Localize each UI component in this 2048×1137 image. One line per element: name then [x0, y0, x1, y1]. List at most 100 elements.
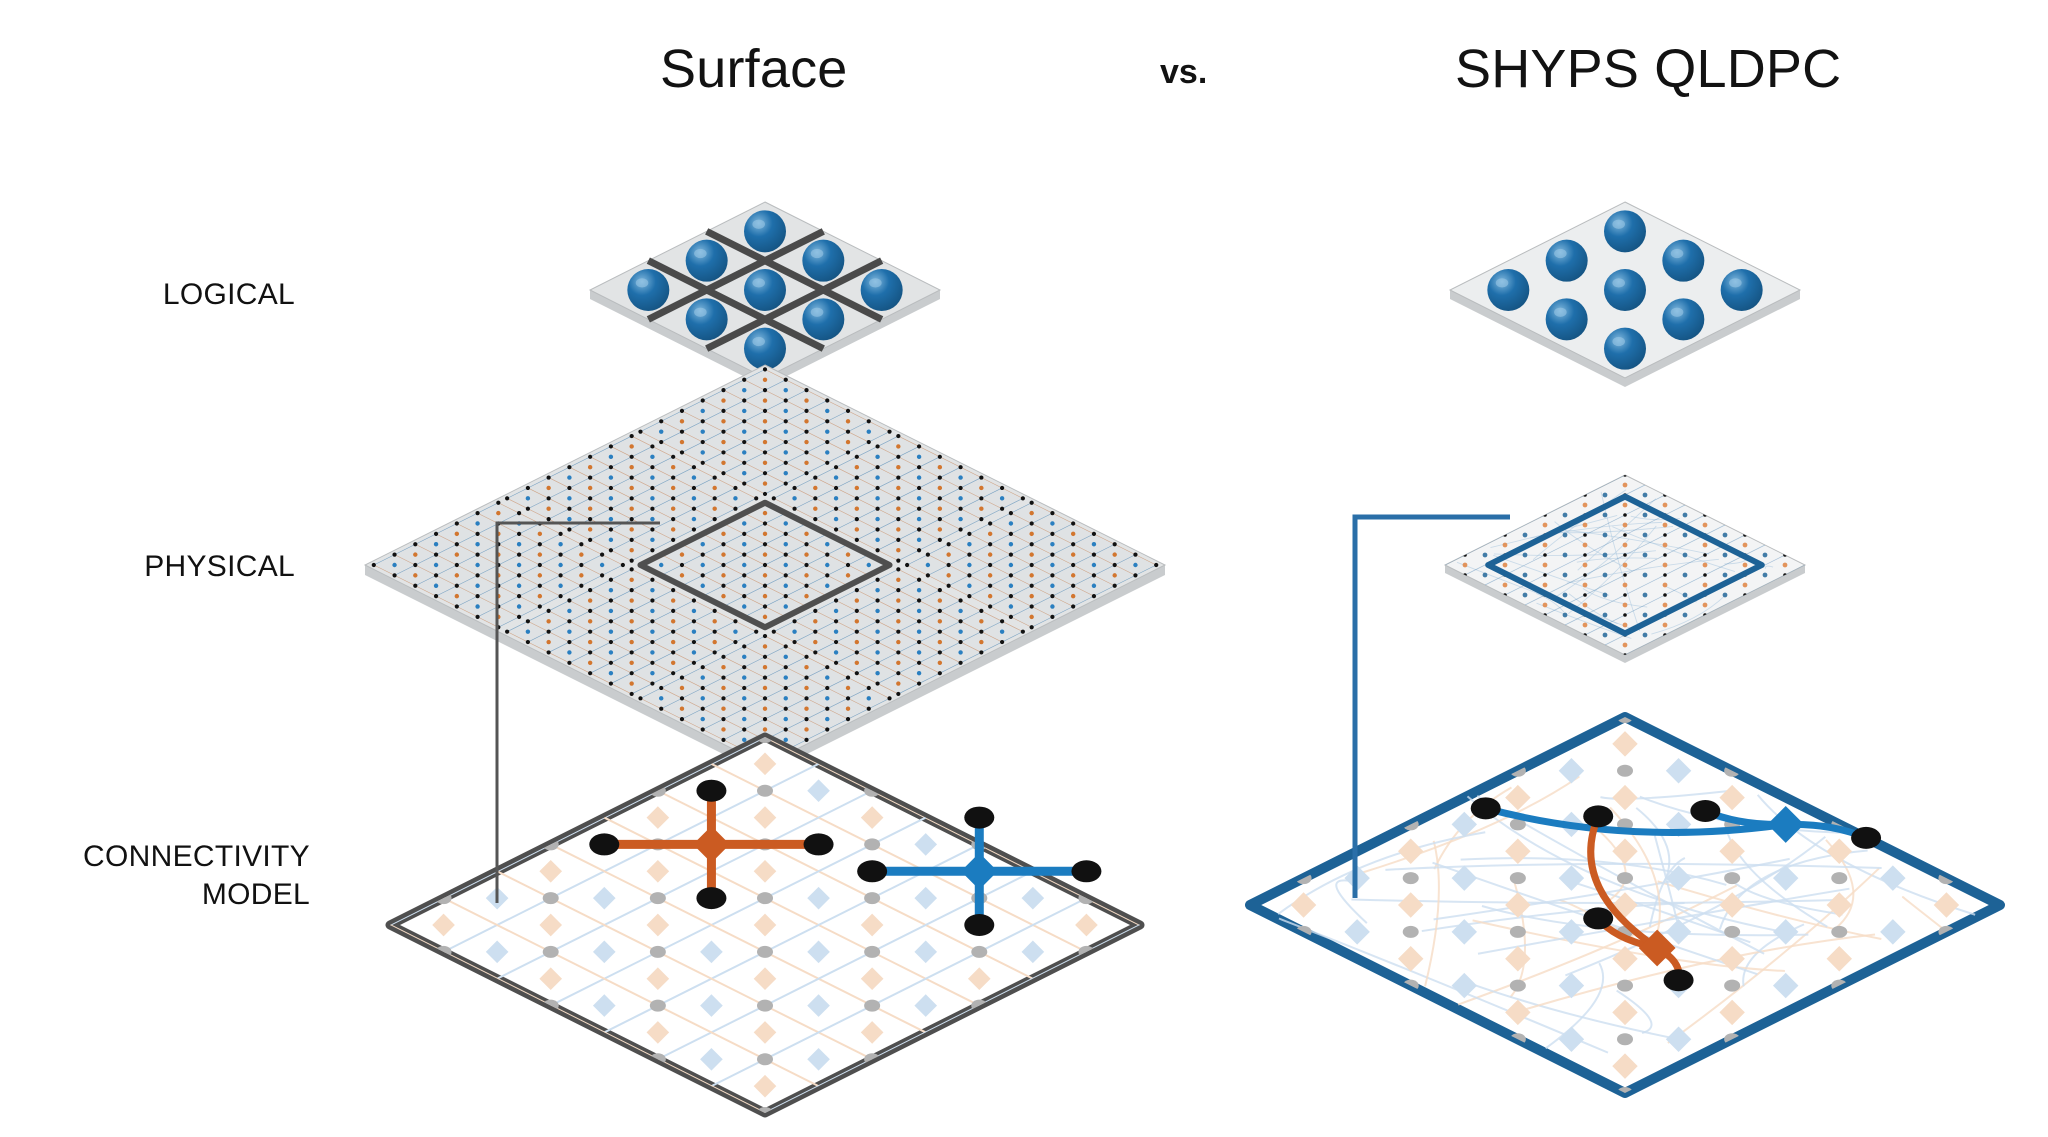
- lattice-data-qubit: [1154, 563, 1158, 567]
- lattice-data-qubit: [1583, 533, 1587, 537]
- lattice-data-qubit: [926, 553, 930, 557]
- lattice-data-qubit: [733, 486, 737, 490]
- lattice-stabilizer-dot: [1583, 543, 1588, 548]
- logical-qubit-sphere: [1662, 240, 1704, 282]
- lattice-data-qubit: [763, 367, 767, 371]
- lattice-stabilizer-dot: [558, 542, 562, 546]
- connectivity-data-qubit: [1831, 872, 1847, 884]
- lattice-data-qubit: [733, 619, 737, 623]
- lattice-data-qubit: [763, 388, 767, 392]
- lattice-stabilizer-dot: [701, 542, 705, 546]
- lattice-data-qubit: [804, 430, 808, 434]
- lattice-stabilizer-dot: [855, 661, 859, 665]
- lattice-stabilizer-dot: [1523, 593, 1528, 598]
- logical-qubit-sphere-body: [1662, 240, 1704, 282]
- lattice-data-qubit: [680, 675, 684, 679]
- logical-qubit-sphere-specular: [1612, 220, 1625, 229]
- connectivity-data-qubit: [650, 1000, 666, 1012]
- lattice-stabilizer-dot: [896, 681, 900, 685]
- lattice-stabilizer-dot: [967, 563, 971, 567]
- lattice-stabilizer-dot: [609, 475, 613, 479]
- lattice-stabilizer-dot: [846, 419, 850, 423]
- lattice-data-qubit: [600, 573, 604, 577]
- lattice-data-qubit: [455, 563, 459, 567]
- connectivity-data-qubit-active: [1690, 800, 1720, 822]
- lattice-stabilizer-dot: [825, 409, 829, 413]
- lattice-stabilizer-dot: [875, 538, 879, 542]
- lattice-data-qubit: [855, 650, 859, 654]
- lattice-stabilizer-dot: [867, 563, 871, 567]
- connectivity-data-qubit: [1403, 872, 1419, 884]
- connectivity-data-qubit: [1724, 980, 1740, 992]
- lattice-data-qubit: [917, 598, 921, 602]
- lattice-stabilizer-dot: [896, 619, 900, 623]
- lattice-stabilizer-dot: [1029, 573, 1033, 577]
- lattice-data-qubit: [650, 465, 654, 469]
- logical-qubit-sphere-body: [744, 328, 786, 370]
- lattice-data-qubit: [979, 609, 983, 613]
- logical-qubit-sphere: [1546, 298, 1588, 340]
- lattice-data-qubit: [630, 650, 634, 654]
- lattice-stabilizer-dot: [558, 584, 562, 588]
- lattice-data-qubit: [1703, 513, 1707, 517]
- lattice-data-qubit: [559, 532, 563, 536]
- lattice-data-qubit: [754, 496, 758, 500]
- lattice-data-qubit: [392, 573, 396, 577]
- lattice-stabilizer-dot: [1643, 553, 1648, 558]
- lattice-data-qubit: [742, 644, 746, 648]
- lattice-data-qubit: [804, 450, 808, 454]
- lattice-data-qubit: [959, 598, 963, 602]
- lattice-stabilizer-dot: [813, 640, 817, 644]
- lattice-data-qubit: [979, 630, 983, 634]
- lattice-stabilizer-dot: [813, 486, 817, 490]
- lattice-stabilizer-dot: [1543, 583, 1548, 588]
- connectivity-data-qubit-active: [1583, 805, 1613, 827]
- lattice-stabilizer-dot: [650, 538, 654, 542]
- lattice-data-qubit: [875, 527, 879, 531]
- lattice-data-qubit: [609, 598, 613, 602]
- lattice-stabilizer-dot: [804, 398, 808, 402]
- lattice-data-qubit: [1783, 553, 1787, 557]
- lattice-stabilizer-dot: [834, 629, 838, 633]
- lattice-stabilizer-dot: [692, 517, 696, 521]
- lattice-data-qubit: [559, 553, 563, 557]
- lattice-data-qubit: [671, 496, 675, 500]
- lattice-stabilizer-dot: [1071, 573, 1075, 577]
- lattice-data-qubit: [692, 640, 696, 644]
- lattice-stabilizer-dot: [650, 496, 654, 500]
- lattice-stabilizer-dot: [1092, 584, 1096, 588]
- lattice-stabilizer-dot: [588, 640, 592, 644]
- lattice-stabilizer-dot: [896, 507, 900, 511]
- lattice-stabilizer-dot: [825, 542, 829, 546]
- lattice-stabilizer-dot: [1643, 493, 1648, 498]
- lattice-stabilizer-dot: [784, 471, 788, 475]
- lattice-data-qubit: [855, 588, 859, 592]
- lattice-stabilizer-dot: [834, 475, 838, 479]
- connectivity-data-qubit-active: [1851, 827, 1881, 849]
- lattice-data-qubit: [763, 717, 767, 721]
- lattice-stabilizer-dot: [1623, 583, 1628, 588]
- lattice-stabilizer-dot: [938, 465, 942, 469]
- connectivity-data-qubit: [650, 892, 666, 904]
- lattice-data-qubit: [630, 475, 634, 479]
- lattice-stabilizer-dot: [825, 563, 829, 567]
- lattice-stabilizer-dot: [1743, 563, 1748, 568]
- lattice-data-qubit: [671, 475, 675, 479]
- lattice-stabilizer-dot: [721, 440, 725, 444]
- lattice-data-qubit: [855, 517, 859, 521]
- lattice-data-qubit: [917, 527, 921, 531]
- lattice-data-qubit: [938, 630, 942, 634]
- lattice-stabilizer-dot: [701, 563, 705, 567]
- logical-qubit-sphere-body: [1546, 240, 1588, 282]
- lattice-data-qubit: [671, 609, 675, 613]
- lattice-data-qubit: [887, 430, 891, 434]
- lattice-stabilizer-dot: [742, 388, 746, 392]
- lattice-data-qubit: [559, 573, 563, 577]
- lattice-data-qubit: [763, 430, 767, 434]
- lattice-data-qubit: [1543, 553, 1547, 557]
- lattice-stabilizer-dot: [967, 542, 971, 546]
- lattice-data-qubit: [1543, 513, 1547, 517]
- lattice-stabilizer-dot: [567, 650, 571, 654]
- lattice-stabilizer-dot: [855, 527, 859, 531]
